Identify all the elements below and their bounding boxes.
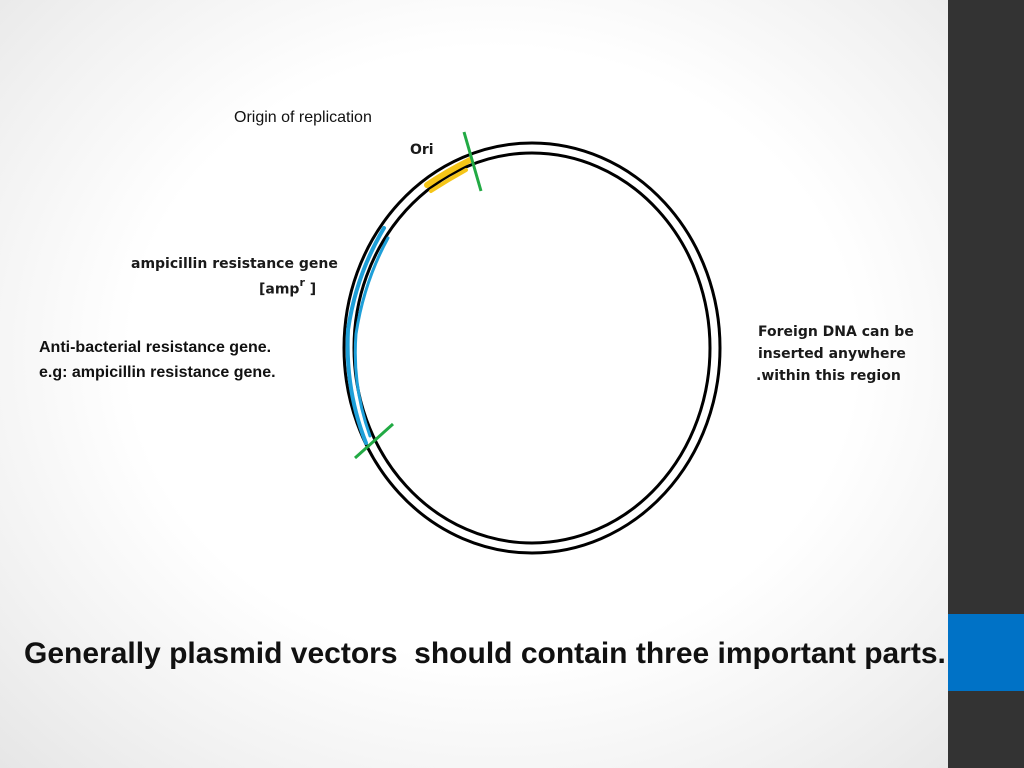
ori-segment-inner	[429, 168, 468, 193]
amp-gene-segment-inner	[353, 236, 390, 438]
ori-segment	[424, 157, 473, 188]
plasmid-outer-ring	[342, 141, 722, 555]
slide-title: Generally plasmid vectors should contain…	[24, 637, 946, 670]
amp-symbol-suffix: ]	[304, 281, 317, 298]
amp-gene-label: ampicillin resistance gene	[131, 256, 338, 272]
slide-background	[0, 0, 948, 768]
foreign-dna-line3: .within this region	[756, 368, 901, 384]
amp-cut-mark	[353, 422, 395, 460]
plasmid-inner-ring	[352, 151, 712, 545]
ori-cut-mark	[462, 131, 483, 192]
amp-symbol-label: [ampr ]	[259, 276, 317, 298]
origin-caption: Origin of replication	[234, 109, 372, 126]
antibacterial-caption-line2: e.g: ampicillin resistance gene.	[39, 364, 276, 381]
amp-symbol-prefix: [amp	[259, 281, 300, 298]
plasmid-diagram	[342, 131, 722, 555]
ori-label: Ori	[410, 142, 434, 158]
foreign-dna-line2: inserted anywhere	[758, 346, 906, 362]
foreign-dna-line1: Foreign DNA can be	[758, 324, 914, 340]
amp-gene-segment	[345, 226, 386, 445]
amp-symbol-superscript: r	[299, 276, 305, 289]
side-accent-block	[948, 614, 1024, 691]
antibacterial-caption-line1: Anti-bacterial resistance gene.	[39, 339, 272, 356]
